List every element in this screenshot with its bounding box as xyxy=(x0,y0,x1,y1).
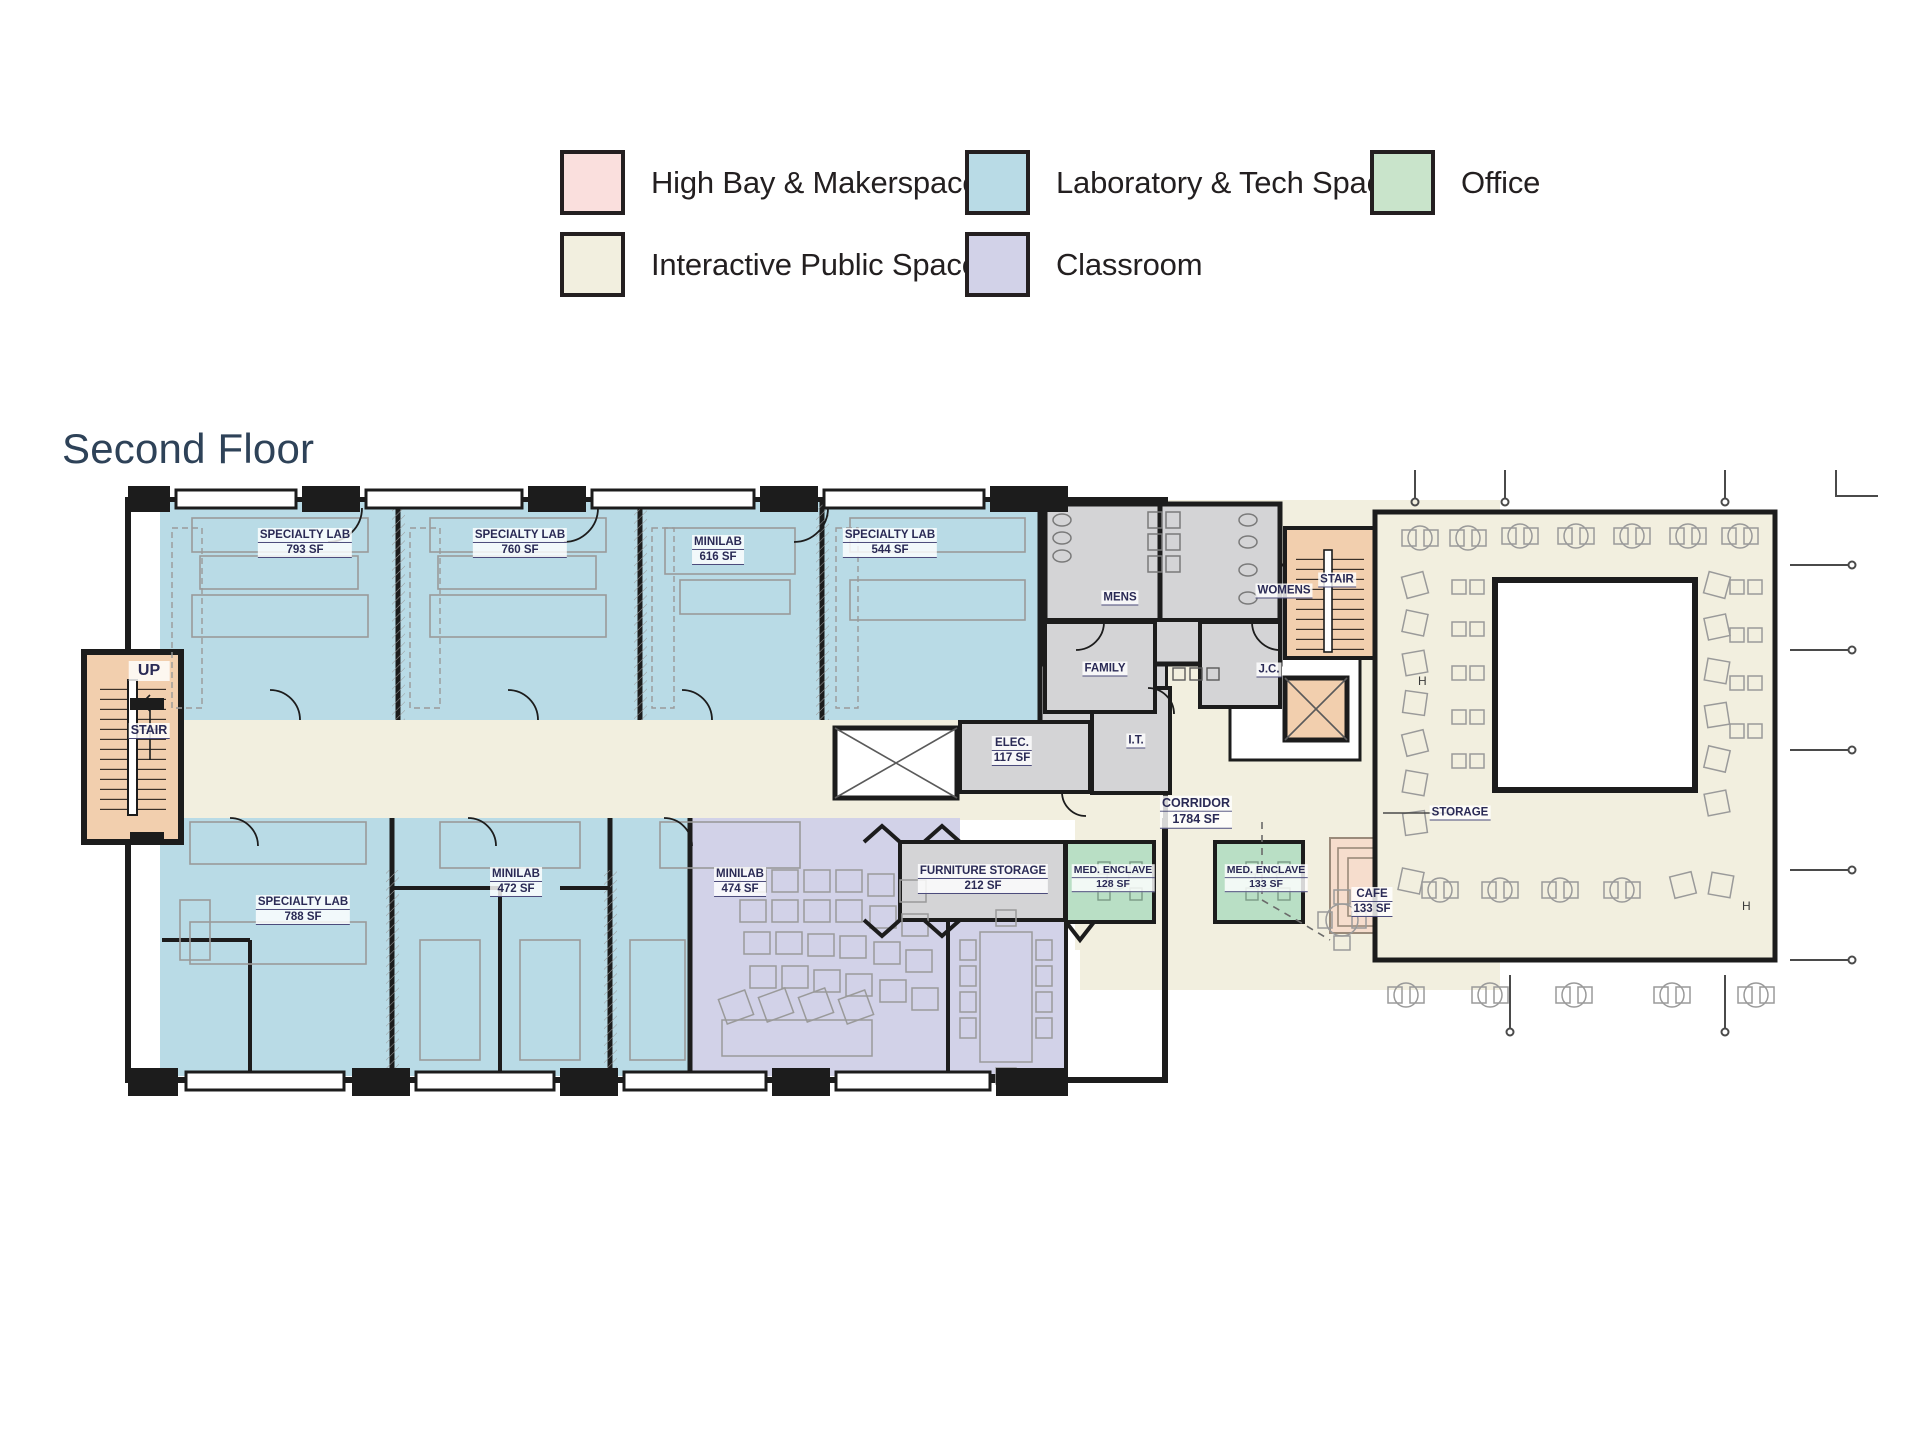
legend-swatch xyxy=(560,150,625,215)
legend-swatch xyxy=(965,150,1030,215)
legend-item-high-bay-makerspace: High Bay & Makerspace xyxy=(560,150,980,215)
legend-label: Office xyxy=(1461,164,1541,200)
restroom-core xyxy=(1042,501,1283,714)
legend-label: High Bay & Makerspace xyxy=(651,164,980,200)
legend-item-laboratory-tech-space: Laboratory & Tech Space xyxy=(965,150,1399,215)
svg-text:H: H xyxy=(1418,674,1427,688)
structural-columns xyxy=(128,486,1068,1096)
legend-item-office: Office xyxy=(1370,150,1540,215)
deck-furniture xyxy=(1317,889,1775,1008)
plan-geometry: H H xyxy=(81,470,1878,1096)
legend-item-classroom: Classroom xyxy=(965,232,1203,297)
svg-text:H: H xyxy=(1742,899,1751,913)
lab-casework xyxy=(179,517,1026,1061)
legend-swatch xyxy=(965,232,1030,297)
legend: High Bay & Makerspace Laboratory & Tech S… xyxy=(560,150,1780,350)
seminar-furniture xyxy=(717,869,939,1057)
page-title: Second Floor xyxy=(62,425,315,472)
legend-item-interactive-public-space: Interactive Public Space xyxy=(560,232,979,297)
legend-swatch xyxy=(560,232,625,297)
door-swings xyxy=(229,507,1281,847)
legend-label: Interactive Public Space xyxy=(651,246,979,282)
window-openings xyxy=(174,488,992,1092)
legend-swatch xyxy=(1370,150,1435,215)
legend-label: Laboratory & Tech Space xyxy=(1056,164,1399,200)
lobby-furniture xyxy=(1397,523,1763,903)
legend-label: Classroom xyxy=(1056,246,1203,282)
grid-markers xyxy=(1410,470,1878,1037)
